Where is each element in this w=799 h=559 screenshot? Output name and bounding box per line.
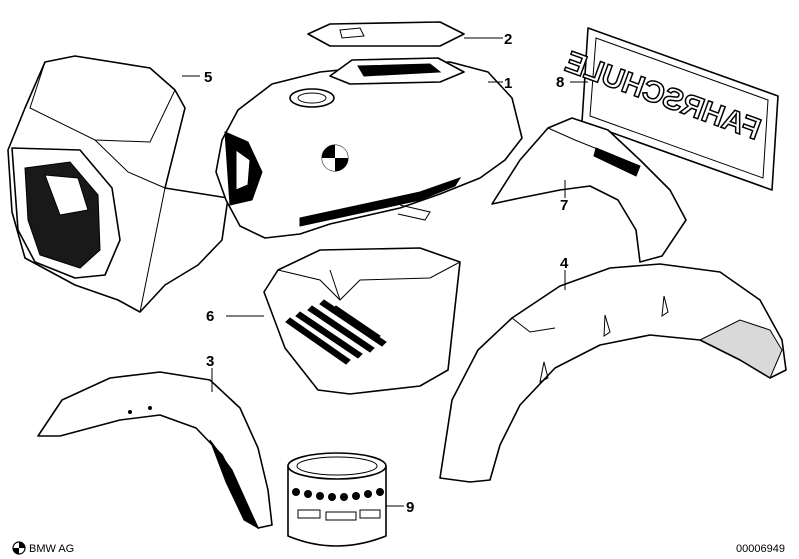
callout-9: 9 <box>406 499 414 516</box>
fuel-tank <box>215 57 523 239</box>
rear-mudguard <box>439 263 787 483</box>
callout-1: 1 <box>504 75 512 92</box>
tank-lid <box>307 21 503 47</box>
callout-4: 4 <box>560 255 569 272</box>
callout-5: 5 <box>204 69 212 86</box>
callout-2: 2 <box>504 31 512 48</box>
callout-3: 3 <box>206 353 214 370</box>
side-cover <box>226 247 461 395</box>
callout-8: 8 <box>556 74 564 91</box>
callout-7: 7 <box>560 197 568 214</box>
headlight-fairing <box>7 55 229 313</box>
doc-number: 00006949 <box>736 543 785 555</box>
rear-fender-cover <box>491 117 687 263</box>
paint-can <box>287 452 404 547</box>
logo-text: BMW AG <box>29 543 74 555</box>
callout-6: 6 <box>206 308 214 325</box>
front-fender <box>37 368 273 530</box>
bmw-logo-icon <box>12 541 26 555</box>
